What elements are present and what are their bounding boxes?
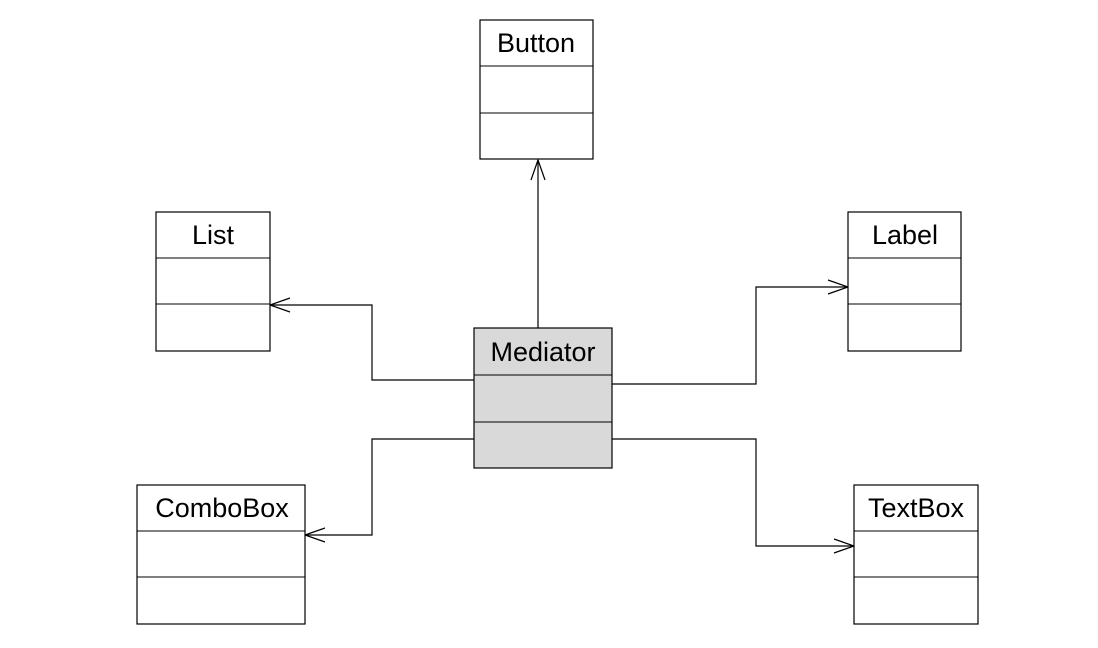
arrowhead-button	[530, 158, 546, 181]
class-name-button: Button	[497, 28, 575, 58]
class-combobox: ComboBox	[136, 484, 306, 625]
connector-mediator-textbox	[612, 438, 854, 547]
class-name-list: List	[192, 220, 235, 250]
class-label: Label	[847, 211, 962, 352]
class-button: Button	[479, 19, 594, 160]
class-name-combobox: ComboBox	[155, 493, 289, 523]
connector-mediator-combobox	[305, 438, 474, 536]
connectors	[268, 158, 856, 554]
class-list: List	[155, 211, 271, 352]
connector-mediator-list	[270, 304, 474, 381]
connector-mediator-label	[612, 286, 848, 385]
class-textbox: TextBox	[853, 484, 979, 625]
class-name-textbox: TextBox	[868, 493, 965, 523]
class-name-label: Label	[872, 220, 938, 250]
class-name-mediator: Mediator	[490, 337, 595, 367]
class-mediator: Mediator	[473, 327, 613, 469]
